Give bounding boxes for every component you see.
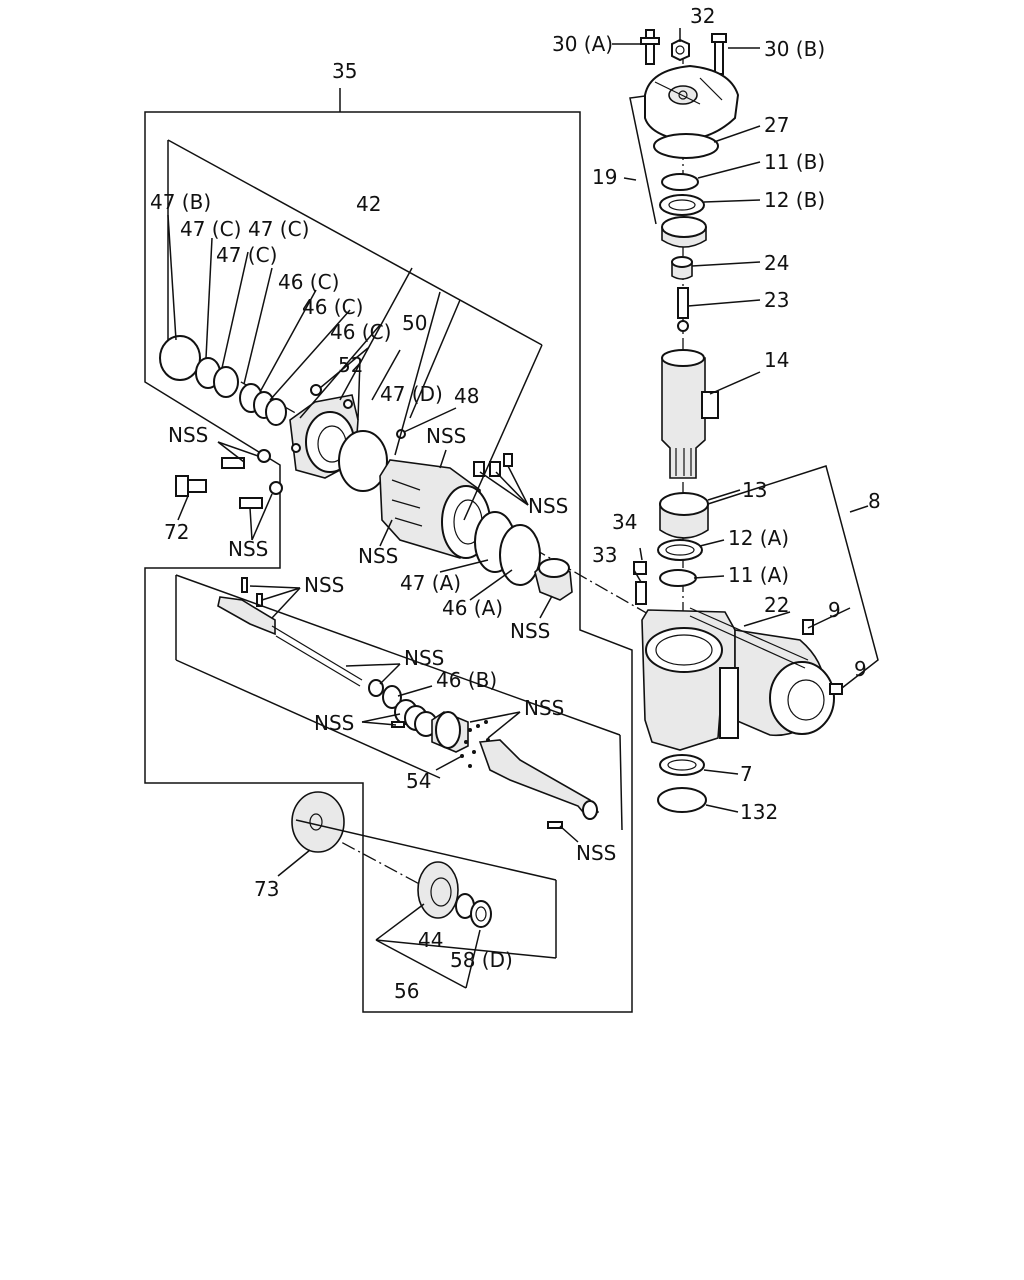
part-nss-seal-small — [368, 679, 384, 697]
part-132-ring — [657, 787, 707, 813]
part-27-o-ring — [653, 133, 719, 159]
part-19-cover — [644, 64, 740, 142]
part-14-sector-shaft — [661, 349, 719, 479]
label-nss-1: NSS — [168, 423, 208, 447]
part-47b-ring — [159, 335, 201, 381]
label-132: 132 — [740, 800, 778, 824]
label-58d: 58 (D) — [450, 948, 513, 972]
part-7-seal — [659, 754, 705, 776]
part-52-plug — [310, 384, 322, 396]
label-47a: 47 (A) — [400, 571, 461, 595]
label-12a: 12 (A) — [728, 526, 789, 550]
label-30b: 30 (B) — [764, 37, 825, 61]
label-9a: 9 — [828, 598, 841, 622]
label-72: 72 — [164, 520, 189, 544]
part-34-plug — [633, 561, 647, 575]
label-12b: 12 (B) — [764, 188, 825, 212]
label-nss-5: NSS — [358, 544, 398, 568]
label-nss-2: NSS — [426, 424, 466, 448]
part-23-screw — [677, 287, 689, 332]
part-nss-fittings-left — [221, 449, 283, 509]
label-50: 50 — [402, 311, 427, 335]
part-nss-bearing-race — [431, 711, 469, 753]
label-47c-2: 47 (C) — [248, 217, 309, 241]
part-11b-seal — [661, 173, 699, 191]
label-14: 14 — [764, 348, 789, 372]
label-48: 48 — [454, 384, 479, 408]
label-nss-7: NSS — [510, 619, 550, 643]
group-35-outline — [144, 111, 633, 1013]
label-nss-4: NSS — [228, 537, 268, 561]
part-47d-ring — [338, 430, 388, 492]
label-nss-11: NSS — [576, 841, 616, 865]
part-73-dust-cover — [291, 791, 345, 853]
part-9-bolt-b — [829, 683, 843, 695]
label-19: 19 — [592, 165, 617, 189]
label-8: 8 — [868, 489, 881, 513]
part-12a-bearing — [657, 539, 703, 561]
label-22: 22 — [764, 593, 789, 617]
label-30a: 30 (A) — [552, 32, 613, 56]
part-24-sleeve — [671, 256, 693, 280]
label-7: 7 — [740, 762, 753, 786]
label-23: 23 — [764, 288, 789, 312]
part-32-nut — [671, 38, 690, 62]
label-56: 56 — [394, 979, 419, 1003]
label-33: 33 — [592, 543, 617, 567]
label-11a: 11 (A) — [728, 563, 789, 587]
label-46c-2: 46 (C) — [302, 295, 363, 319]
part-47c-ring-2 — [213, 366, 239, 398]
label-27: 27 — [764, 113, 789, 137]
part-8-housing — [641, 607, 835, 751]
part-nss-rack-plug — [534, 558, 573, 601]
label-47c-1: 47 (C) — [180, 217, 241, 241]
part-11a-seal — [659, 569, 697, 587]
part-44-adjuster — [417, 861, 459, 919]
label-9b: 9 — [854, 657, 867, 681]
callout-labels: 30 (A) 32 30 (B) 35 27 11 (B) 19 12 (B) … — [150, 4, 881, 1003]
label-44: 44 — [418, 928, 443, 952]
part-13-bearing-cup — [659, 492, 709, 539]
label-47d: 47 (D) — [380, 382, 443, 406]
label-47c-3: 47 (C) — [216, 243, 277, 267]
part-nss-input-shaft — [217, 596, 363, 687]
label-46c-3: 46 (C) — [330, 320, 391, 344]
part-30a-bolt — [640, 29, 660, 65]
part-nss-pin-end — [547, 821, 563, 829]
label-42: 42 — [356, 192, 381, 216]
label-47b: 47 (B) — [150, 190, 211, 214]
label-13: 13 — [742, 478, 767, 502]
label-nss-6: NSS — [304, 573, 344, 597]
label-46a: 46 (A) — [442, 596, 503, 620]
label-nss-3: NSS — [528, 494, 568, 518]
label-73: 73 — [254, 877, 279, 901]
part-58d-bearing — [470, 900, 492, 928]
part-33-valve — [635, 581, 647, 605]
part-46c-ring-3 — [265, 398, 287, 426]
label-54: 54 — [406, 769, 431, 793]
leader-lines — [167, 28, 879, 989]
part-9-bolt-a — [802, 619, 814, 635]
part-46a-ring — [499, 524, 541, 586]
part-19-bushing — [661, 216, 707, 248]
label-34: 34 — [612, 510, 637, 534]
label-11b: 11 (B) — [764, 150, 825, 174]
label-nss-9: NSS — [524, 696, 564, 720]
label-32: 32 — [690, 4, 715, 28]
label-52: 52 — [338, 353, 363, 377]
label-nss-10: NSS — [314, 711, 354, 735]
part-nss-spring — [394, 699, 438, 737]
label-35: 35 — [332, 59, 357, 83]
label-46b: 46 (B) — [436, 668, 497, 692]
part-72-bolt — [175, 475, 207, 497]
label-46c-1: 46 (C) — [278, 270, 339, 294]
part-46b-ring — [382, 685, 402, 709]
label-24: 24 — [764, 251, 789, 275]
part-30b-bolt — [711, 33, 727, 75]
part-12b-bearing — [659, 194, 705, 216]
part-nss-worm-shaft — [478, 739, 600, 820]
label-nss-8: NSS — [404, 646, 444, 670]
